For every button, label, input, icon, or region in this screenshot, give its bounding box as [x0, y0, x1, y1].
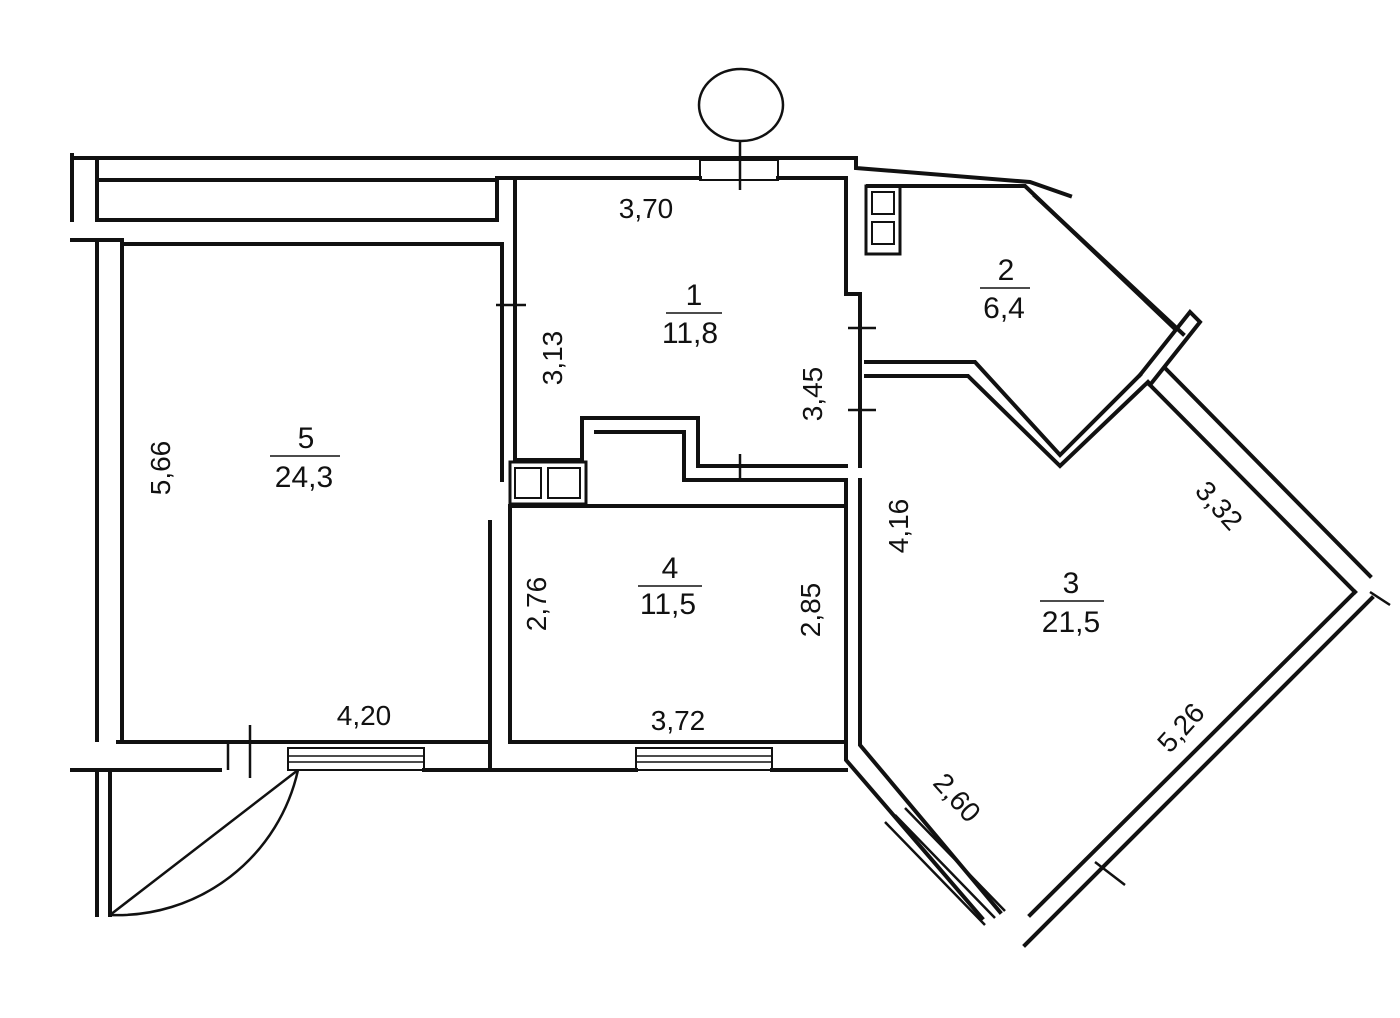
room-3-label: 3 21,5: [1040, 567, 1104, 639]
dimension-room1-right: 3,45: [797, 367, 828, 422]
dimension-room4-left: 2,76: [521, 577, 552, 632]
room-1-number: 1: [686, 279, 703, 312]
window-bottom-left: [287, 747, 425, 771]
room-4-label: 4 11,5: [638, 552, 702, 621]
room-2-area: 6,4: [983, 292, 1025, 325]
tick-marks: [496, 140, 1391, 886]
room-5-number: 5: [298, 422, 315, 455]
windows: [287, 159, 1006, 926]
walls: [70, 153, 1375, 948]
room-5-area: 24,3: [275, 461, 333, 494]
dimension-room3-top-right: 3,32: [1189, 475, 1249, 536]
dimension-room3-bottom-left: 2,60: [927, 767, 987, 828]
room-1-area: 11,8: [662, 317, 718, 350]
dimension-room4-bottom: 3,72: [651, 705, 706, 736]
dimension-room3-left: 4,16: [883, 499, 914, 554]
dimension-room1-top: 3,70: [619, 193, 674, 224]
window-diagonal: [884, 807, 1006, 926]
dimension-room5-left: 5,66: [145, 441, 176, 496]
dimension-room5-bottom: 4,20: [337, 700, 392, 731]
room-2-label: 2 6,4: [980, 254, 1030, 325]
room-3-number: 3: [1063, 567, 1080, 600]
room-2-number: 2: [998, 254, 1015, 287]
balcony-door: [109, 725, 300, 917]
room-5-label: 5 24,3: [270, 422, 340, 494]
dimension-room1-left: 3,13: [537, 331, 568, 386]
room-4-number: 4: [662, 552, 679, 585]
room-1-label: 1 11,8: [662, 279, 722, 350]
dimension-room4-right: 2,85: [795, 583, 826, 638]
room-4-area: 11,5: [640, 588, 696, 621]
room-3-area: 21,5: [1042, 606, 1100, 639]
dimension-room3-bottom-right: 5,26: [1151, 697, 1211, 758]
riser-symbol: [697, 67, 785, 143]
window-bottom-middle: [635, 747, 773, 771]
ventilation-shafts: [508, 184, 902, 506]
